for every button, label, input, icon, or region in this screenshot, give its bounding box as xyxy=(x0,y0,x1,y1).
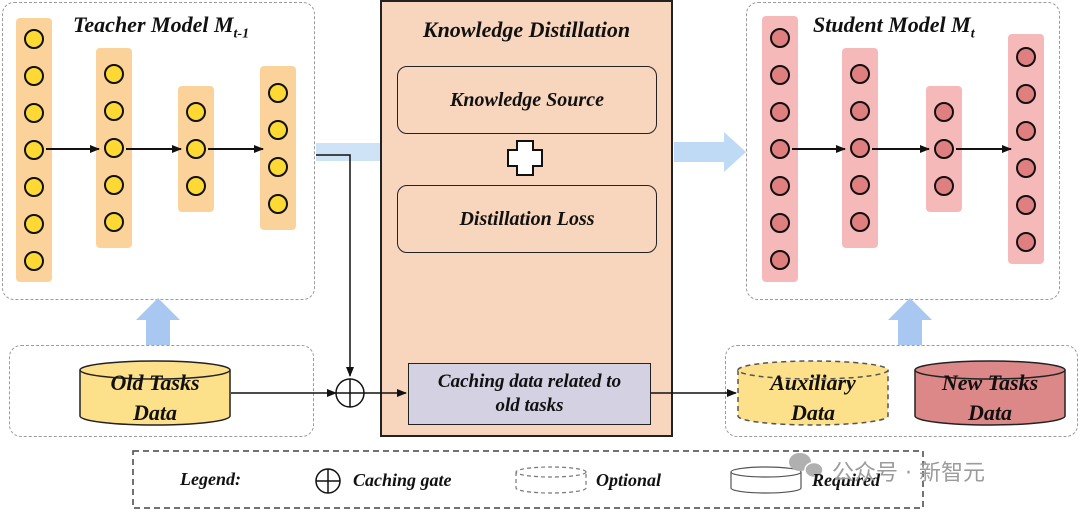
teacher-neuron xyxy=(24,103,44,123)
teacher-title: Teacher Model Mt-1 xyxy=(73,12,249,42)
legend-title: Legend: xyxy=(180,469,241,489)
student-title: Student Model Mt xyxy=(813,12,975,42)
distillation-title: Knowledge Distillation xyxy=(422,17,631,42)
teacher-to-kd-flow xyxy=(316,143,380,161)
legend-optional-icon xyxy=(515,466,587,494)
legend-gate-icon xyxy=(315,468,341,494)
student-title-text: Student Model M xyxy=(813,12,971,37)
teacher-neuron xyxy=(186,176,206,196)
student-neuron xyxy=(770,139,790,159)
teacher-neuron xyxy=(268,193,288,214)
old-tasks-line-1: Old Tasks xyxy=(110,370,200,395)
teacher-neuron xyxy=(104,212,124,232)
teacher-neuron xyxy=(186,102,206,122)
student-neuron xyxy=(934,176,954,196)
old-data-up-arrow xyxy=(136,298,180,345)
distillation-loss-box: Distillation Loss xyxy=(397,185,657,253)
old-data-panel xyxy=(9,345,314,437)
legend-optional-label: Optional xyxy=(596,470,662,490)
student-neuron xyxy=(850,64,870,84)
student-neuron xyxy=(850,138,870,158)
student-neuron xyxy=(850,175,870,195)
student-neuron xyxy=(770,102,790,122)
student-neuron xyxy=(1016,194,1036,215)
auxiliary-line-2: Data xyxy=(791,400,835,425)
teacher-to-gate-line xyxy=(316,154,354,377)
student-layer-4 xyxy=(1008,34,1044,264)
teacher-layer-2 xyxy=(96,48,132,248)
student-neuron xyxy=(770,176,790,196)
student-neuron xyxy=(770,65,790,85)
teacher-neuron xyxy=(104,101,124,121)
student-neuron xyxy=(934,102,954,122)
student-title-subscript: t xyxy=(970,26,975,42)
teacher-layer-3 xyxy=(178,86,214,212)
new-tasks-line-1: New Tasks xyxy=(941,370,1039,395)
new-tasks-cylinder-icon xyxy=(914,360,1066,426)
watermark: 公众号 · 新智元 xyxy=(832,461,985,486)
student-neuron xyxy=(934,139,954,159)
new-data-panel xyxy=(725,345,1078,437)
teacher-neuron xyxy=(24,251,44,271)
plus-icon xyxy=(507,140,543,176)
student-panel xyxy=(746,2,1060,300)
legend-gate-label: Caching gate xyxy=(353,470,452,490)
teacher-layer-4 xyxy=(260,66,296,230)
new-tasks-line-2: Data xyxy=(968,400,1012,425)
teacher-title-subscript: t-1 xyxy=(233,26,250,42)
teacher-neuron xyxy=(24,29,44,49)
student-neuron xyxy=(1016,46,1036,67)
legend-required-icon xyxy=(730,466,802,494)
student-neuron xyxy=(1016,83,1036,104)
student-neuron xyxy=(1016,231,1036,252)
teacher-neuron xyxy=(104,64,124,84)
student-neuron xyxy=(770,28,790,48)
old-tasks-line-2: Data xyxy=(133,400,177,425)
teacher-neuron xyxy=(24,214,44,234)
student-neuron xyxy=(1016,157,1036,178)
caching-data-box: Caching data related to old tasks xyxy=(408,363,651,425)
student-neuron xyxy=(770,213,790,233)
old-tasks-cylinder-icon xyxy=(79,360,231,426)
new-data-up-arrow xyxy=(888,298,932,345)
teacher-neuron xyxy=(104,138,124,158)
student-neuron xyxy=(850,101,870,121)
knowledge-source-box: Knowledge Source xyxy=(397,66,657,134)
teacher-neuron xyxy=(268,156,288,177)
caching-data-text: Caching data related to old tasks xyxy=(438,370,621,418)
student-layer-3 xyxy=(926,86,962,212)
student-neuron xyxy=(1016,120,1036,141)
legend-required-label: Required xyxy=(812,470,881,490)
student-neuron xyxy=(850,212,870,232)
teacher-neuron xyxy=(268,82,288,103)
caching-line-1: Caching data related to xyxy=(437,371,622,392)
teacher-title-text: Teacher Model M xyxy=(73,12,234,37)
teacher-neuron xyxy=(268,119,288,140)
teacher-neuron xyxy=(104,175,124,195)
legend-box xyxy=(132,450,924,509)
caching-line-2: old tasks xyxy=(495,395,564,416)
teacher-neuron xyxy=(24,177,44,197)
student-neuron xyxy=(770,250,790,270)
wechat-logo-icon xyxy=(789,453,824,479)
teacher-neuron xyxy=(24,140,44,160)
auxiliary-line-1: Auxiliary xyxy=(770,370,856,395)
caching-gate-icon xyxy=(335,378,365,408)
kd-to-student-flow-arrow xyxy=(674,132,746,172)
teacher-neuron xyxy=(186,139,206,159)
teacher-neuron xyxy=(24,66,44,86)
auxiliary-cylinder-icon xyxy=(737,360,889,426)
